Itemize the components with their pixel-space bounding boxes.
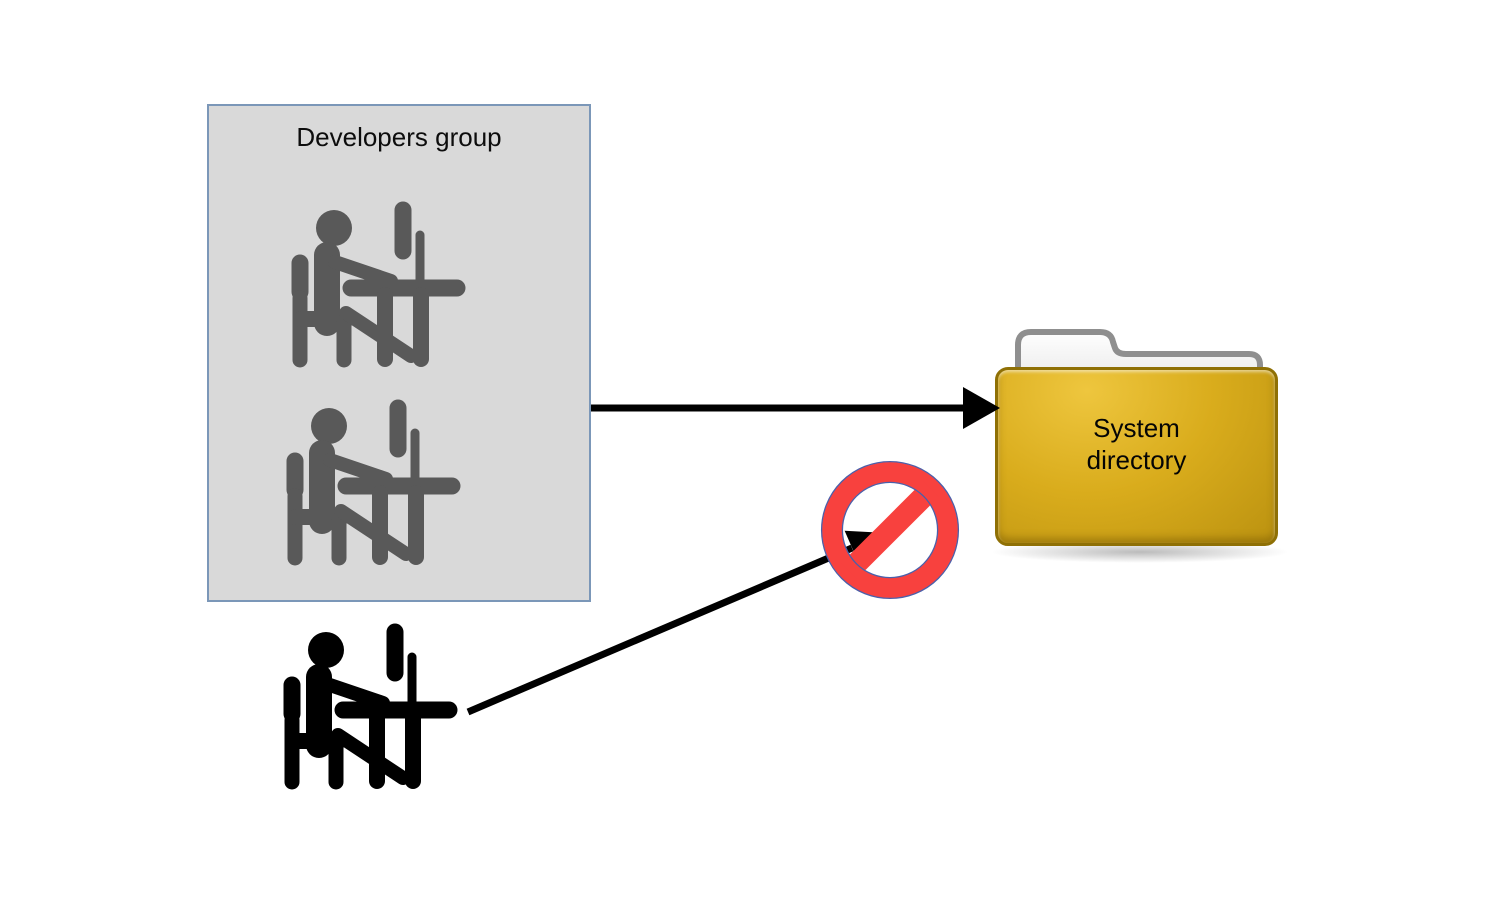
no-entry-icon	[820, 460, 960, 600]
developers-group-label: Developers group	[296, 122, 502, 152]
folder-label: System directory	[995, 412, 1278, 476]
system-directory-folder	[995, 367, 1278, 546]
folder-shadow	[990, 541, 1290, 563]
folder-label-line1: System	[1093, 413, 1180, 443]
denied-connector-line	[466, 544, 854, 716]
access-arrowhead-icon	[963, 387, 1000, 429]
folder-label-line2: directory	[1086, 445, 1187, 475]
